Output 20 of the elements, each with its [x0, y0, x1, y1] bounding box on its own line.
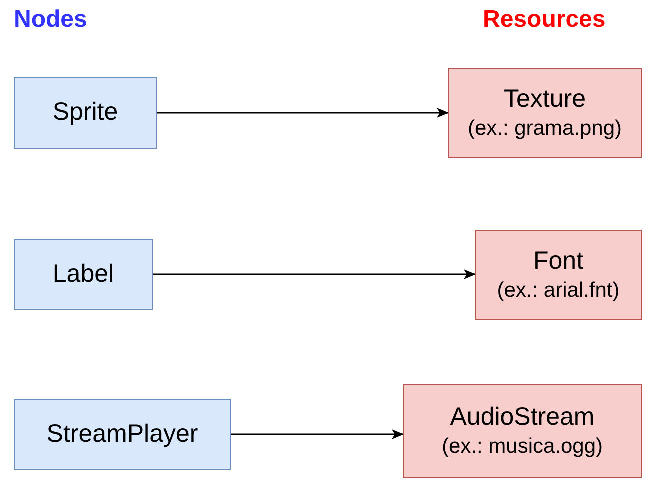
box-title: StreamPlayer — [46, 418, 198, 450]
resource-box — [448, 68, 642, 158]
node-box — [14, 399, 231, 470]
example-text: (ex.: musica.ogg) — [442, 434, 604, 460]
resource-box — [475, 230, 642, 320]
column-heading: Resources — [483, 6, 606, 34]
arrow — [157, 108, 449, 118]
arrow — [153, 270, 476, 280]
example-text: (ex.: grama.png) — [468, 116, 622, 142]
node-box — [14, 77, 157, 149]
box-title: Texture — [504, 84, 586, 115]
resource-box — [403, 384, 642, 478]
box-title: Font — [533, 246, 584, 277]
arrow — [231, 430, 404, 440]
box-title: Label — [52, 258, 114, 290]
box-title: AudioStream — [450, 402, 595, 433]
example-text: (ex.: arial.fnt) — [497, 278, 620, 304]
node-box — [14, 239, 153, 310]
box-title: Sprite — [52, 97, 118, 128]
column-heading: Nodes — [14, 6, 88, 34]
